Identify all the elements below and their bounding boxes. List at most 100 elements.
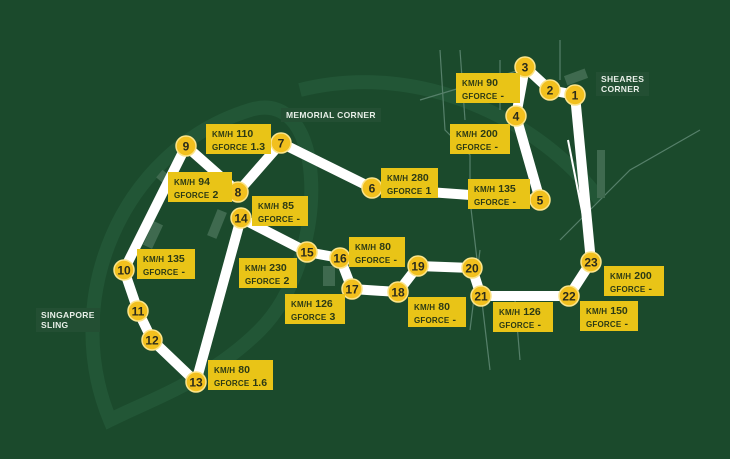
speed-label: KM/H	[245, 264, 267, 273]
turn-marker-circle	[387, 281, 409, 303]
gforce-value: 1.3	[250, 141, 266, 153]
gforce-label: GFORCE	[291, 313, 327, 322]
gforce-row: GFORCE-	[414, 313, 460, 326]
turn-marker-circle	[505, 105, 527, 127]
turn-number: 10	[117, 264, 131, 278]
gforce-label: GFORCE	[414, 316, 450, 325]
gforce-value: -	[512, 196, 516, 208]
gforce-value: -	[296, 213, 300, 225]
corner-label-memorial: MEMORIAL CORNER	[281, 108, 381, 122]
turn-marker-circle	[113, 259, 135, 281]
turn-marker-17: 17	[341, 278, 363, 300]
gforce-value: 3	[329, 311, 336, 323]
gforce-label: GFORCE	[610, 285, 646, 294]
gforce-row: GFORCE-	[456, 140, 504, 153]
gforce-row: GFORCE-	[499, 318, 547, 331]
speed-label: KM/H	[355, 243, 377, 252]
turn-marker-circle	[564, 84, 586, 106]
speed-value: 280	[411, 172, 429, 184]
speed-label: KM/H	[414, 303, 436, 312]
speed-label: KM/H	[214, 366, 236, 375]
gforce-label: GFORCE	[212, 143, 248, 152]
gforce-label: GFORCE	[143, 268, 179, 277]
turn-marker-16: 16	[329, 247, 351, 269]
gforce-label: GFORCE	[258, 215, 294, 224]
gforce-row: GFORCE-	[355, 253, 399, 266]
turn-number: 13	[189, 376, 203, 390]
turn-marker-18: 18	[387, 281, 409, 303]
gforce-row: GFORCE-	[143, 265, 189, 278]
speed-label: KM/H	[212, 130, 234, 139]
gforce-label: GFORCE	[245, 277, 281, 286]
speed-value: 135	[498, 183, 516, 195]
gforce-label: GFORCE	[387, 187, 423, 196]
speed-label: KM/H	[174, 178, 196, 187]
turn-marker-circle	[470, 285, 492, 307]
turn-number: 4	[513, 110, 520, 124]
speed-value: 80	[438, 301, 450, 313]
gforce-row: GFORCE-	[610, 282, 658, 295]
turn-number: 17	[345, 283, 359, 297]
turn-marker-19: 19	[407, 255, 429, 277]
turn-marker-21: 21	[470, 285, 492, 307]
turn-marker-circle	[230, 207, 252, 229]
turn-marker-circle	[185, 371, 207, 393]
gforce-value: 2	[212, 189, 219, 201]
speed-value: 135	[167, 253, 185, 265]
track-inner-line	[567, 139, 593, 263]
turn-marker-14: 14	[230, 207, 252, 229]
turn-marker-9: 9	[175, 135, 197, 157]
turn-number: 9	[183, 140, 190, 154]
gforce-row: GFORCE-	[258, 212, 302, 225]
gforce-label: GFORCE	[456, 143, 492, 152]
speed-value: 200	[480, 128, 498, 140]
speed-value: 126	[523, 306, 541, 318]
gforce-label: GFORCE	[586, 320, 622, 329]
speed-label: KM/H	[258, 202, 280, 211]
block-4	[597, 150, 605, 198]
turn-marker-12: 12	[141, 329, 163, 351]
turn-number: 23	[584, 256, 598, 270]
turn-number: 7	[278, 137, 285, 151]
turn-marker-22: 22	[558, 285, 580, 307]
turn-marker-5: 5	[529, 189, 551, 211]
turn-marker-circle	[175, 135, 197, 157]
turn-marker-20: 20	[461, 257, 483, 279]
gforce-label: GFORCE	[174, 191, 210, 200]
turn-number: 12	[145, 334, 159, 348]
turn-marker-circle	[341, 278, 363, 300]
turn-number: 20	[465, 262, 479, 276]
turn-marker-1: 1	[564, 84, 586, 106]
speed-label: KM/H	[456, 130, 478, 139]
turn-number: 18	[391, 286, 405, 300]
speed-label: KM/H	[387, 174, 409, 183]
gforce-row: GFORCE-	[462, 89, 514, 102]
speed-label: KM/H	[143, 255, 165, 264]
turn-marker-circle	[461, 257, 483, 279]
turn-number: 19	[411, 260, 425, 274]
gforce-value: -	[181, 266, 185, 278]
speed-label: KM/H	[499, 308, 521, 317]
speed-label: KM/H	[610, 272, 632, 281]
speed-value: 85	[282, 200, 294, 212]
turn-marker-11: 11	[127, 300, 149, 322]
turn-marker-circle	[127, 300, 149, 322]
turn-marker-circle	[141, 329, 163, 351]
